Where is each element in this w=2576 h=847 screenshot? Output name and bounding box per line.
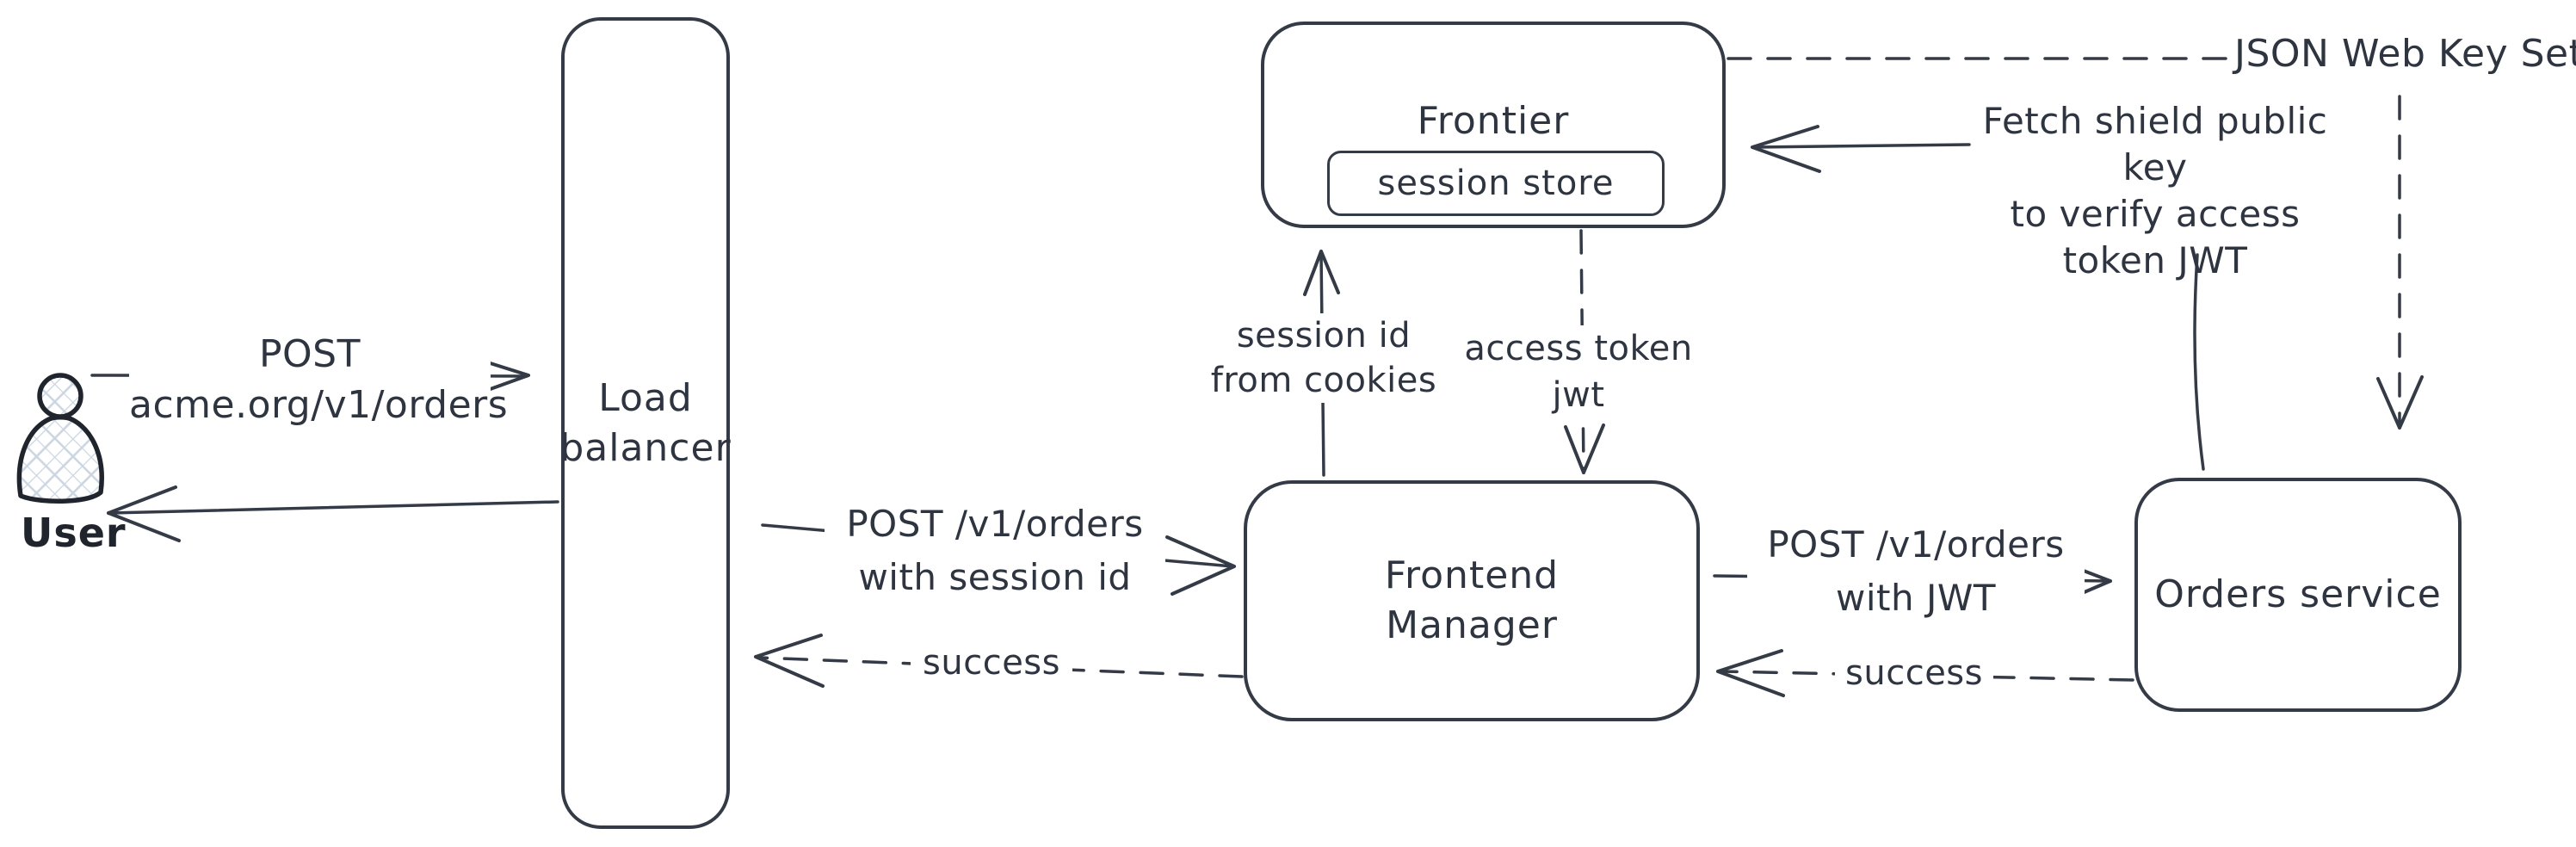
node-orders-service: Orders service xyxy=(2134,478,2462,712)
edge-label-access-token-jwt-line1: access token xyxy=(1464,329,1693,368)
session-store-label: session store xyxy=(1377,164,1615,203)
arrow-fm-to-lb-arrowhead xyxy=(754,634,825,688)
orders-service-label: Orders service xyxy=(2154,572,2442,616)
user-icon xyxy=(16,373,104,504)
frontend-manager-label-line1: Frontend xyxy=(1384,553,1560,597)
arrow-fm-to-frontier-arrowhead xyxy=(1303,250,1340,296)
arrow-jwks-to-orders-arrowhead xyxy=(2376,375,2424,430)
edge-label-post-jwt-line2: with JWT xyxy=(1835,577,1997,619)
edge-label-access-token-jwt-line2: jwt xyxy=(1552,375,1605,415)
edge-label-post-session-id-line1: POST /v1/orders xyxy=(846,503,1144,545)
edge-label-session-id-cookies-line2: from cookies xyxy=(1210,361,1437,400)
edge-label-success-right: success xyxy=(1835,654,1993,692)
edge-label-fetch-public-key-line2: to verify access xyxy=(2010,193,2301,235)
arrow-orders-to-frontier-arrowhead xyxy=(1751,125,1821,173)
edge-label-session-id-cookies-line1: session id xyxy=(1236,316,1412,355)
arrow-lb-to-user-line xyxy=(108,500,559,515)
node-frontend-manager: Frontend Manager xyxy=(1244,480,1700,721)
edge-label-post-acme-line1: POST xyxy=(259,332,361,376)
load-balancer-label-line1: Load xyxy=(598,375,693,420)
user-label: User xyxy=(21,510,127,556)
edge-label-post-session-id: POST /v1/orders with session id xyxy=(825,498,1165,604)
edge-label-access-token-jwt: access token jwt xyxy=(1463,325,1694,418)
arrow-lb-to-fm-arrowhead xyxy=(1165,535,1236,596)
arrow-orders-to-frontier-line xyxy=(1754,143,1971,149)
edge-label-fetch-public-key: Fetch shield public key to verify access… xyxy=(1964,98,2346,284)
arrow-lb-to-user-arrowhead xyxy=(107,485,181,542)
arrow-frontier-to-fm-arrowhead xyxy=(1564,424,1605,474)
arrow-orders-to-fm-arrowhead xyxy=(1716,649,1785,697)
edge-label-post-jwt: POST /v1/orders with JWT xyxy=(1747,518,2085,625)
edge-label-post-session-id-line2: with session id xyxy=(858,556,1132,598)
node-frontier: Frontier session store xyxy=(1261,22,1726,228)
load-balancer-label-line2: balancer xyxy=(559,425,732,470)
edge-label-post-jwt-line1: POST /v1/orders xyxy=(1767,523,2065,566)
edge-label-jwks: JSON Web Key Set xyxy=(2234,32,2576,76)
arrow-orders-to-frontier-curve xyxy=(2193,253,2205,471)
edge-label-fetch-public-key-line1: Fetch shield public key xyxy=(1982,100,2328,189)
edge-label-success-left: success xyxy=(911,644,1072,682)
edge-label-post-acme-line2: acme.org/v1/orders xyxy=(129,383,509,427)
edge-label-session-id-cookies: session id from cookies xyxy=(1207,313,1441,403)
edge-label-post-acme: POST acme.org/v1/orders xyxy=(129,329,509,430)
node-load-balancer: Load balancer xyxy=(559,17,732,829)
node-session-store: session store xyxy=(1327,151,1665,216)
edge-label-fetch-public-key-line3: token JWT xyxy=(2062,239,2248,281)
frontend-manager-label-line2: Manager xyxy=(1386,603,1558,647)
frontier-label: Frontier xyxy=(1417,99,1570,143)
